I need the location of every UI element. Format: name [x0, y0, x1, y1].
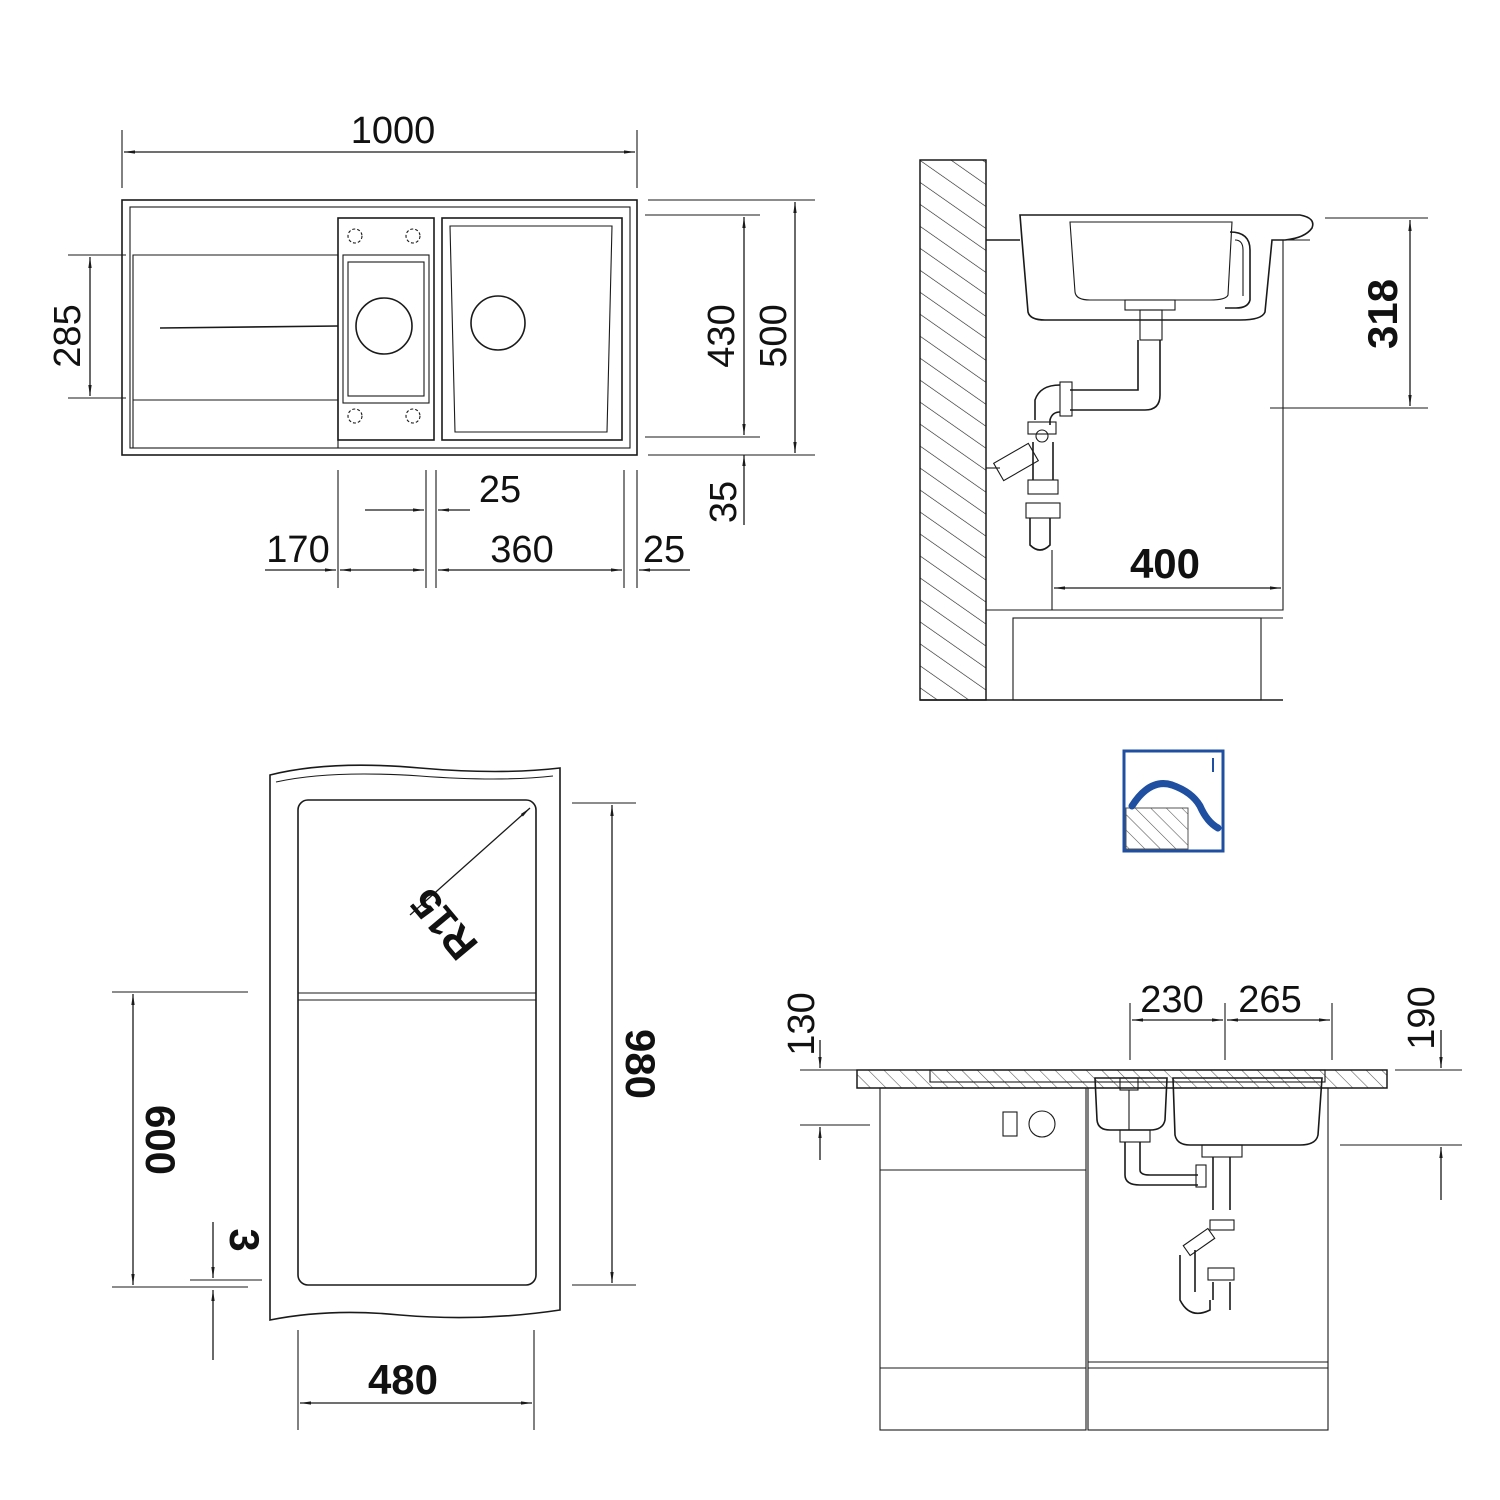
drainer-board — [132, 254, 339, 449]
front-view: 130 230 265 190 — [781, 979, 1462, 1431]
dim-drain-distance: 400 — [1130, 540, 1200, 587]
wall-hatch — [919, 159, 987, 701]
cutout-outline — [269, 764, 561, 1321]
front-main-bowl — [1172, 1077, 1323, 1146]
cutout-bowl-area — [297, 799, 537, 1286]
sink-cabinet — [1087, 1087, 1329, 1431]
dim-overall-depth: 500 — [753, 304, 795, 367]
dim-rim-height: 130 — [781, 992, 823, 1055]
top-view: 1000 285 430 500 35 25 170 360 25 — [47, 110, 815, 588]
dim-total-height: 190 — [1401, 986, 1443, 1049]
dim-rim-offset: 35 — [703, 481, 745, 523]
dim-bowl-width: 360 — [490, 529, 553, 571]
dim-inner-depth: 430 — [701, 304, 743, 367]
drainer-groove — [159, 325, 339, 329]
side-section-view: 318 400 — [919, 159, 1428, 701]
dim-bowl-depth: 318 — [1359, 279, 1406, 349]
inset-mounting-icon — [1122, 749, 1225, 853]
dim-drainer-width: 170 — [266, 529, 329, 571]
dim-edge-offset: 25 — [643, 529, 685, 571]
dim-center-right: 265 — [1238, 979, 1301, 1021]
dim-overall-width: 1000 — [351, 110, 436, 152]
dim-cutout-length: 980 — [617, 1029, 664, 1099]
main-bowl-drain — [470, 295, 526, 351]
dim-overhang: 3 — [221, 1228, 268, 1251]
waste-pipe — [1070, 340, 1161, 411]
small-bowl — [337, 217, 435, 441]
cutout-view: R15 980 600 3 480 — [112, 764, 664, 1430]
dishwasher — [879, 1087, 1087, 1431]
main-bowl — [441, 217, 623, 441]
dim-cutout-width: 480 — [368, 1356, 438, 1403]
sink-inner-rim — [129, 206, 631, 449]
dim-cabinet-depth: 600 — [137, 1105, 184, 1175]
dim-center-left: 230 — [1140, 979, 1203, 1021]
sink-profile — [1019, 214, 1314, 321]
dim-drainer-depth: 285 — [47, 304, 89, 367]
sink-outline — [121, 199, 638, 456]
worktop — [856, 1069, 1388, 1089]
dim-corner-radius: R15 — [401, 880, 487, 969]
small-bowl-drain — [355, 297, 413, 355]
lower-drawer — [1012, 617, 1262, 701]
dim-gap-center: 25 — [479, 469, 521, 511]
